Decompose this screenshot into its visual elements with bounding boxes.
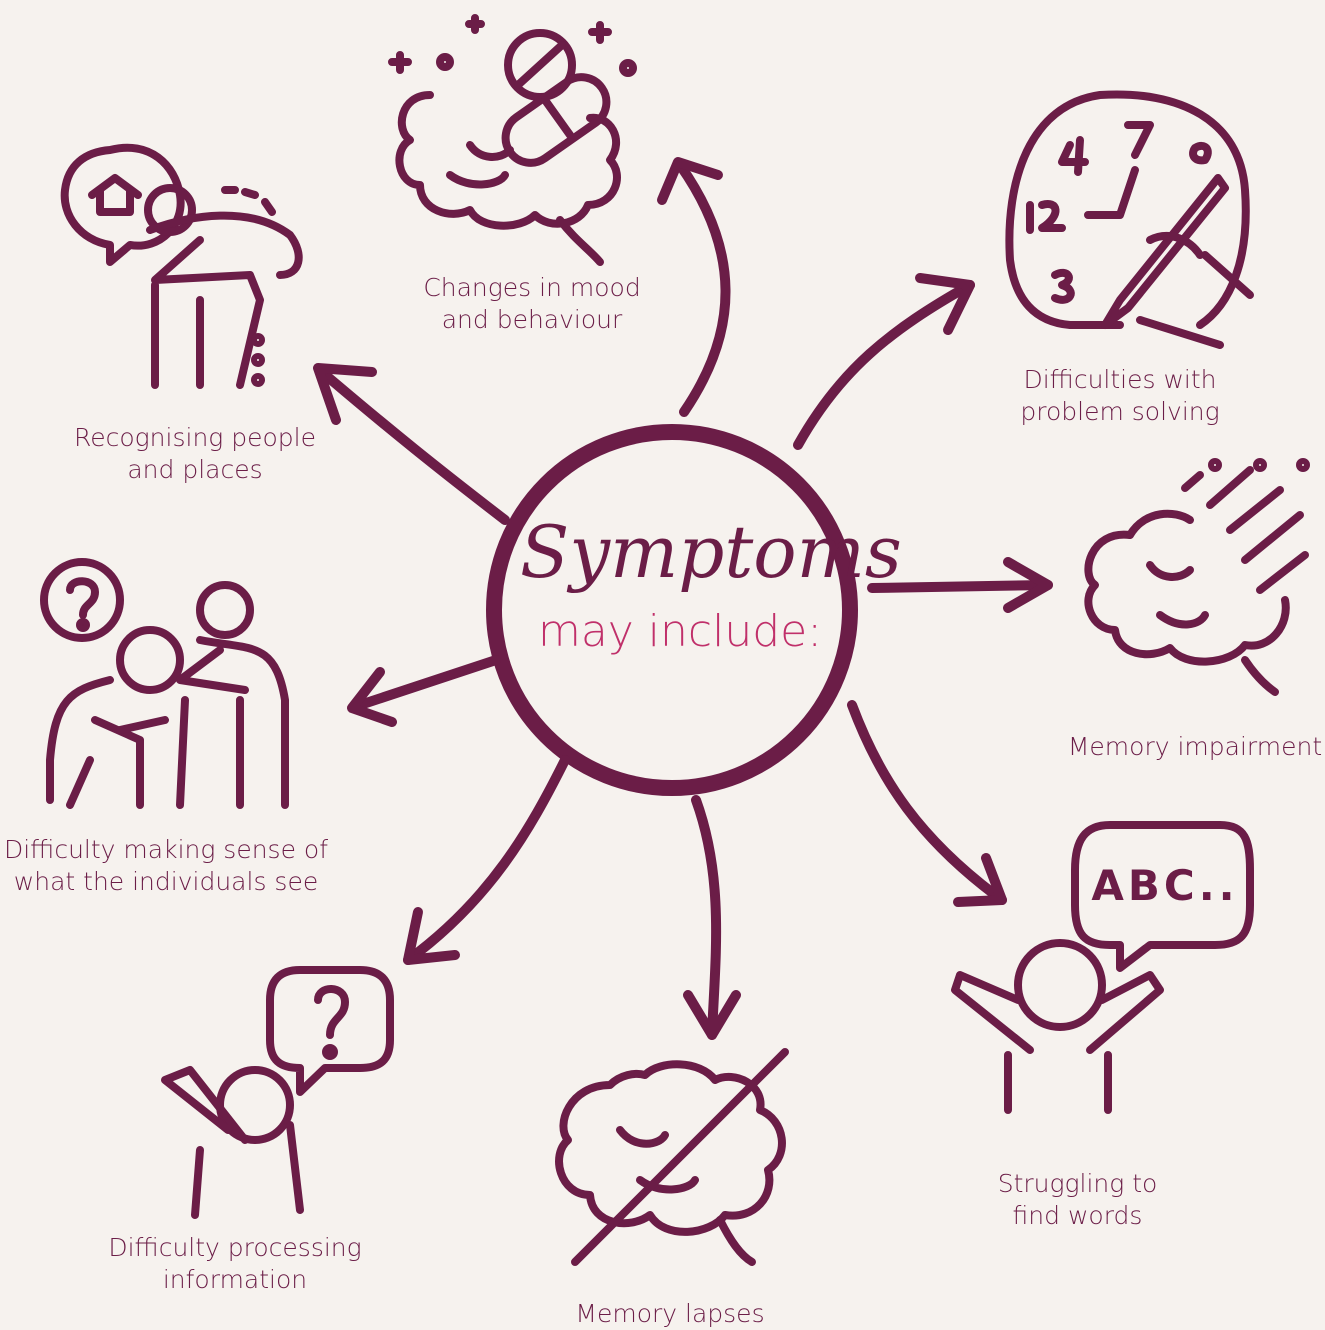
label-problem-solving: Difficulties with problem solving (1020, 365, 1220, 426)
arrow-memory-impairment (867, 557, 1053, 613)
arrow-making-sense (347, 655, 501, 727)
label-making-sense: Difficulty making sense of what the indi… (3, 835, 329, 896)
arrow-recognising (313, 363, 510, 525)
arrow-processing (403, 755, 570, 965)
question-head-icon (161, 966, 394, 1219)
arrow-find-words (847, 700, 1007, 907)
arrow-problem-solving (793, 273, 975, 450)
arrow-memory-lapses (683, 795, 741, 1040)
label-memory-impairment: Memory impairment (1067, 732, 1323, 761)
label-processing: Difficulty processing information (108, 1233, 362, 1294)
arrow-mood (657, 157, 731, 417)
center-circle (486, 424, 858, 796)
abc-text: ABC.. (1091, 861, 1238, 910)
brain-pill-icon (388, 14, 637, 266)
label-find-words: Struggling to find words (997, 1169, 1158, 1230)
clock-drawing-icon (1005, 90, 1254, 349)
abc-speech-icon (951, 821, 1254, 1114)
label-memory-lapses: Memory lapses (575, 1299, 765, 1328)
home-elder-icon (60, 143, 303, 389)
center-title: Symptoms (520, 510, 902, 594)
fading-brain-icon (1084, 458, 1310, 696)
confused-person-icon (40, 558, 289, 809)
crossed-brain-icon (555, 1048, 789, 1266)
label-recognising: Recognising people and places (74, 423, 316, 484)
center-subtitle: may include: (537, 606, 823, 657)
label-mood: Changes in mood and behaviour (423, 273, 641, 334)
